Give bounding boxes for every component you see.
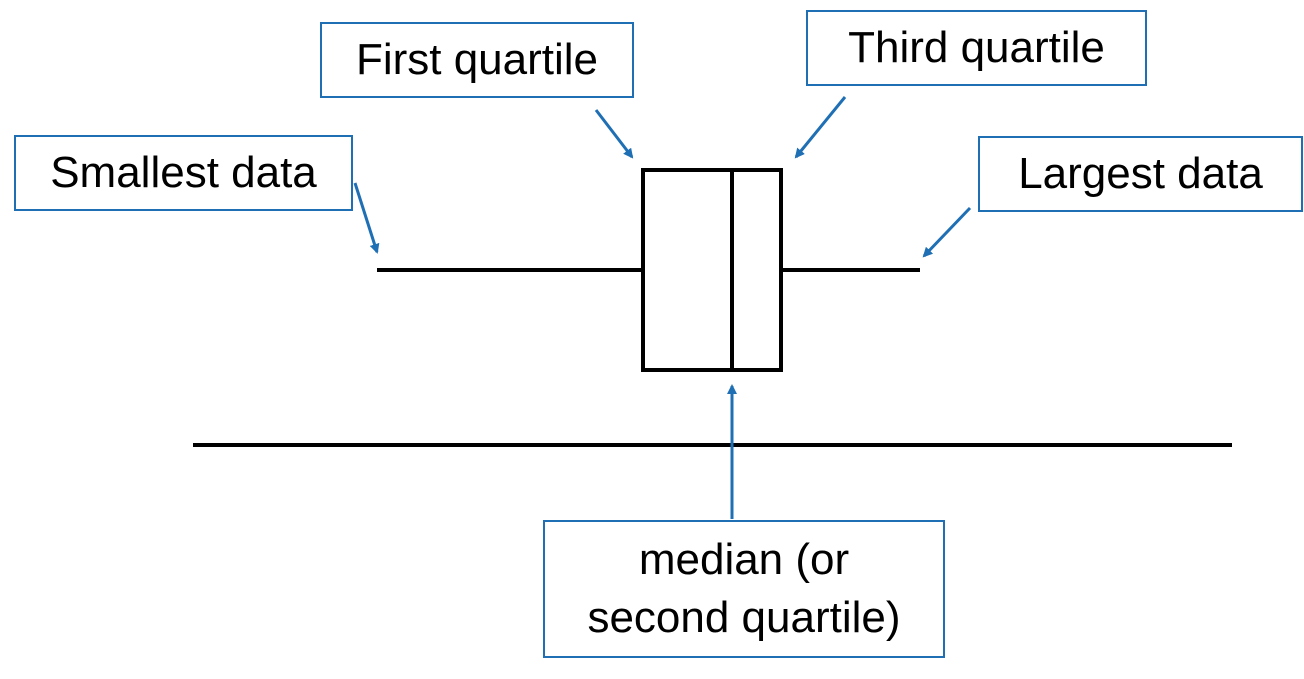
- median-label: median (or second quartile): [543, 520, 945, 658]
- largest-data-label: Largest data: [978, 136, 1303, 212]
- arrow-third-quartile: [794, 96, 847, 159]
- third-quartile-text: Third quartile: [848, 23, 1105, 72]
- smallest-data-text: Smallest data: [50, 148, 317, 197]
- arrow-largest: [922, 206, 972, 258]
- median-text-line2: second quartile): [587, 593, 901, 642]
- arrow-first-quartile: [594, 109, 634, 159]
- arrow-smallest: [353, 182, 380, 254]
- largest-data-text: Largest data: [1018, 149, 1263, 198]
- first-quartile-label: First quartile: [320, 22, 634, 98]
- quartile-box: [641, 168, 783, 372]
- third-quartile-label: Third quartile: [806, 10, 1147, 86]
- smallest-data-label: Smallest data: [14, 135, 353, 211]
- first-quartile-text: First quartile: [355, 35, 599, 84]
- median-text-line1: median (or: [638, 534, 850, 584]
